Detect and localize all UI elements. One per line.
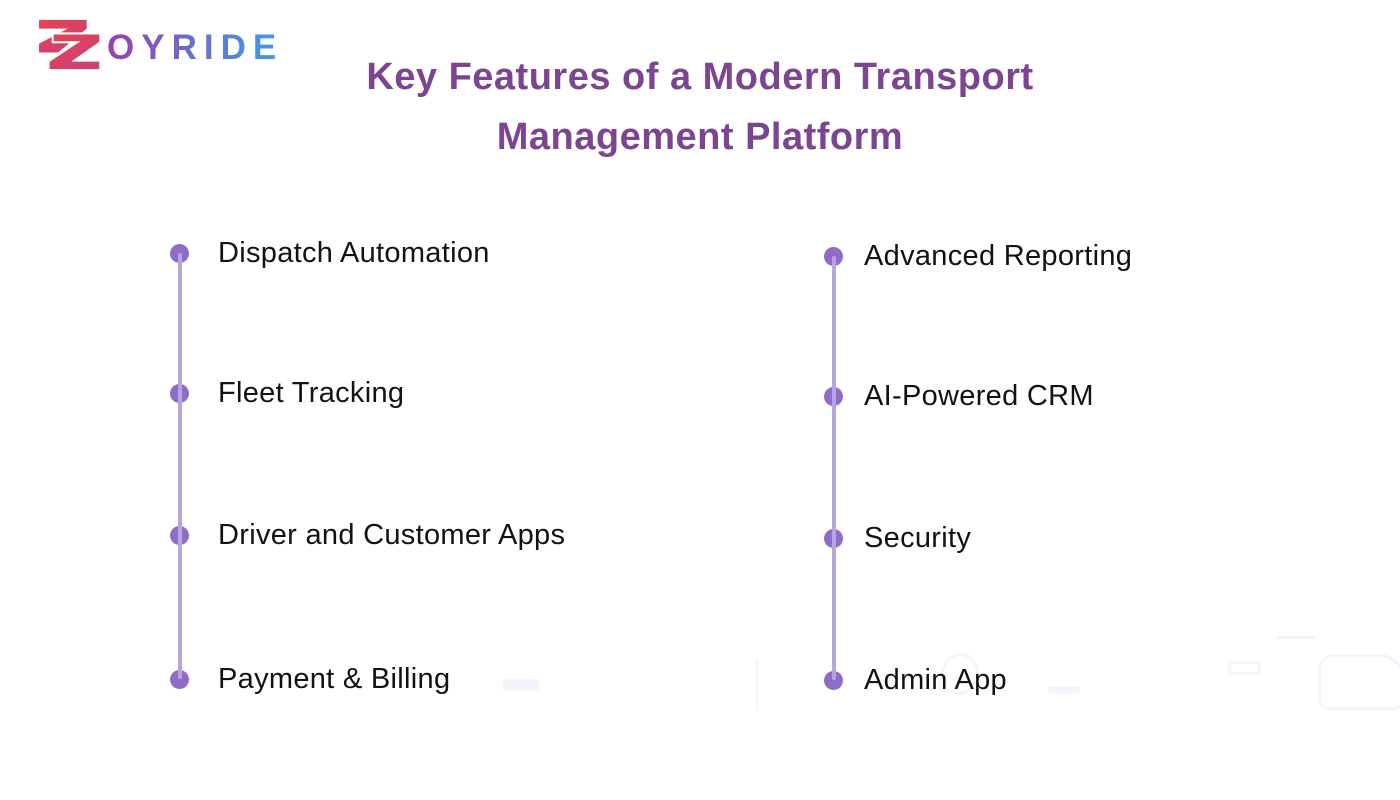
- feature-item-payment-billing: Payment & Billing: [0, 657, 450, 701]
- bullet-dot-icon: [824, 670, 843, 690]
- page-title-line1: Key Features of a Modern Transport: [366, 56, 1034, 98]
- feature-label: Payment & Billing: [218, 662, 451, 695]
- watermark-box: [1228, 661, 1261, 675]
- logo-z-icon: [39, 19, 102, 72]
- watermark-bar: [1048, 686, 1080, 694]
- page-title: Key Features of a Modern Transport Manag…: [0, 47, 1400, 167]
- logo-wordmark: OYRIDE: [107, 27, 284, 67]
- bullet-dot-icon: [170, 669, 189, 689]
- page-title-line2: Management Platform: [496, 116, 904, 158]
- feature-item-advanced-reporting: Advanced Reporting: [0, 234, 1132, 278]
- watermark-car-outline: [1318, 654, 1400, 710]
- timeline-line-left: [178, 253, 182, 679]
- feature-label: AI-Powered CRM: [864, 379, 1094, 412]
- feature-item-admin-app: Admin App: [0, 658, 1007, 702]
- watermark-tick: [756, 660, 758, 710]
- feature-label: Admin App: [864, 663, 1007, 696]
- timeline-line-right: [832, 256, 836, 680]
- feature-label: Dispatch Automation: [218, 236, 490, 269]
- feature-item-ai-powered-crm: AI-Powered CRM: [0, 374, 1094, 418]
- watermark-line: [1277, 636, 1317, 639]
- feature-label: Security: [864, 521, 972, 554]
- feature-label: Fleet Tracking: [218, 376, 405, 409]
- watermark-bar: [503, 679, 539, 691]
- brand-logo: OYRIDE: [35, 16, 283, 74]
- feature-label: Advanced Reporting: [864, 239, 1133, 272]
- feature-label: Driver and Customer Apps: [218, 518, 566, 551]
- feature-item-security: Security: [0, 516, 971, 560]
- feature-item-dispatch-automation: Dispatch Automation: [0, 231, 490, 275]
